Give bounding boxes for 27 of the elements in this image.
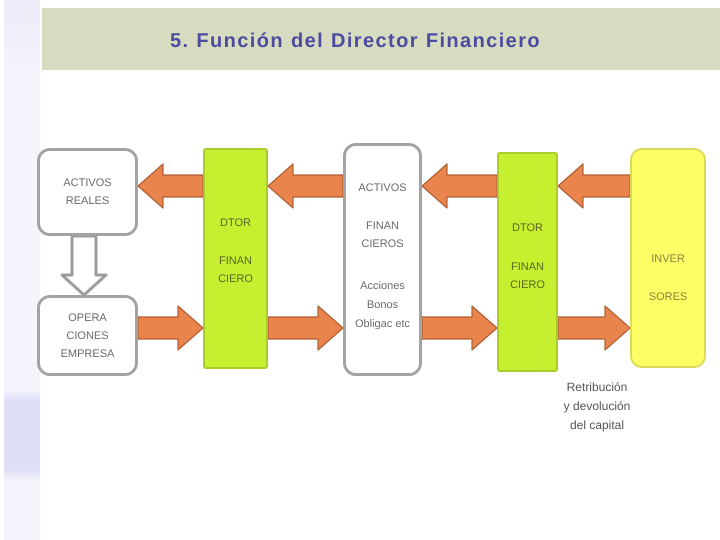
box-label: Acciones Bonos Obligac etc [354, 279, 412, 332]
box-label: OPERA CIONES EMPRESA [60, 310, 116, 362]
rounded-box [37, 295, 138, 376]
block-arrow [557, 305, 631, 351]
block-arrow [557, 163, 631, 209]
block-arrow [267, 163, 344, 209]
tall-box [203, 148, 268, 369]
box-label: ACTIVOS [357, 181, 408, 196]
block-arrow [137, 163, 204, 209]
rounded-box [37, 148, 138, 236]
slide-title: 5. Función del Director Financiero [170, 30, 541, 53]
box-label: ACTIVOS REALES [62, 176, 113, 209]
box-label: FINAN CIERO [217, 254, 254, 287]
block-arrow [267, 305, 344, 351]
box-label: DTOR [219, 216, 252, 231]
box-label: DTOR [511, 221, 544, 236]
block-arrow [137, 305, 204, 351]
note-text: Retribución y devolución del capital [563, 379, 631, 434]
tall-box [497, 152, 558, 372]
box-label: INVER SORES [648, 252, 688, 305]
rounded-box [343, 143, 422, 376]
block-arrow [421, 163, 498, 209]
box-label: FINAN CIERO [509, 260, 546, 293]
tall-rounded-box [630, 148, 706, 368]
block-arrow [60, 234, 108, 296]
block-arrow [421, 305, 498, 351]
box-label: FINAN CIEROS [360, 219, 405, 252]
